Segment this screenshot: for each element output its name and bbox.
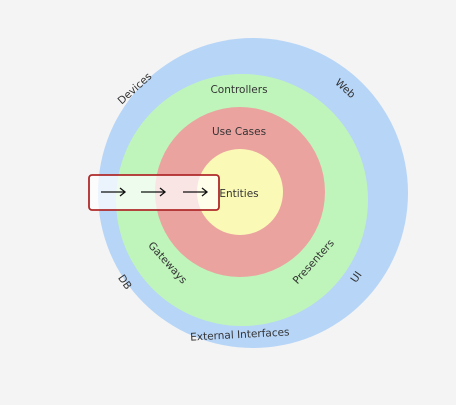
right-arrow-icon xyxy=(141,187,167,197)
entities-core xyxy=(197,149,283,235)
use-cases-label: Use Cases xyxy=(212,126,266,138)
dependency-arrow-box xyxy=(88,174,220,211)
right-arrow-icon xyxy=(183,187,209,197)
controllers-label: Controllers xyxy=(210,84,267,96)
external-interfaces-label: External Interfaces xyxy=(190,326,290,343)
entities-label: Entities xyxy=(219,188,258,200)
right-arrow-icon xyxy=(101,187,127,197)
